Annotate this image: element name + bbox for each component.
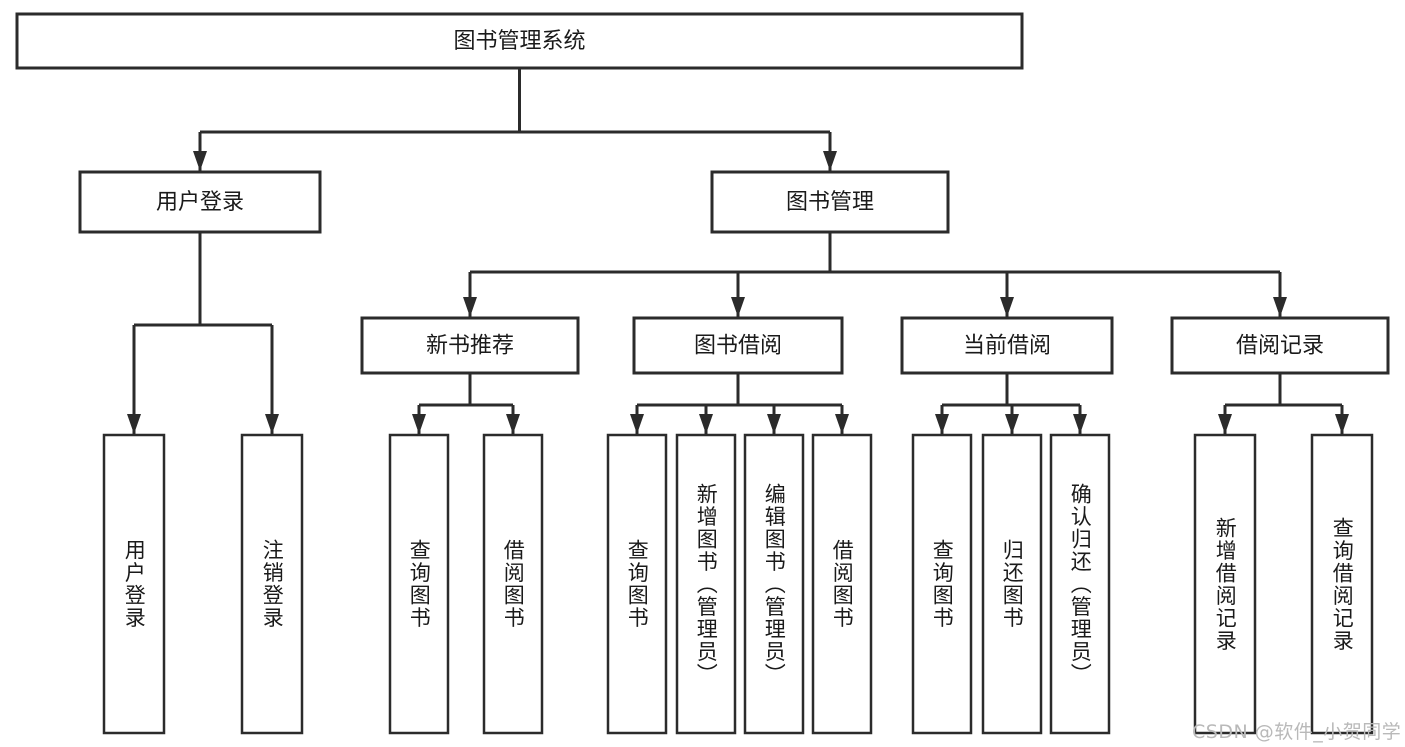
arrow-head-l2-book-manage (823, 151, 837, 171)
arrow-head-leaf-add-record (1218, 414, 1232, 434)
node-box-leaf-edit-book[interactable] (743, 433, 805, 735)
node-box-leaf-user-logout[interactable] (240, 433, 304, 735)
node-box-l3-borrow-record[interactable] (1170, 316, 1390, 375)
arrow-head-leaf-borrow-book-1 (506, 414, 520, 434)
arrow-head-leaf-query-book-3 (935, 414, 949, 434)
node-box-leaf-return-book[interactable] (981, 433, 1043, 735)
arrow-head-leaf-confirm-return (1073, 414, 1087, 434)
arrow-head-l3-new-book-rec (463, 297, 477, 317)
arrow-head-leaf-add-book (699, 414, 713, 434)
arrow-head-l3-current-borrow (1000, 297, 1014, 317)
node-box-leaf-query-book-2[interactable] (606, 433, 668, 735)
arrow-head-l3-book-borrow (731, 297, 745, 317)
arrow-head-leaf-return-book (1005, 414, 1019, 434)
arrow-head-leaf-borrow-book-2 (835, 414, 849, 434)
node-box-leaf-borrow-book-2[interactable] (811, 433, 873, 735)
node-box-leaf-query-record[interactable] (1310, 433, 1374, 735)
node-label-l3-borrow-record: 借阅记录 (1236, 334, 1324, 359)
node-box-l2-user-login[interactable] (78, 170, 322, 234)
node-box-l3-book-borrow[interactable] (632, 316, 844, 375)
arrow-head-l3-borrow-record (1273, 297, 1287, 317)
node-box-l3-new-book-rec[interactable] (360, 316, 580, 375)
node-box-root[interactable] (15, 12, 1024, 70)
node-label-l2-user-login: 用户登录 (156, 190, 244, 215)
node-label-l2-book-manage: 图书管理 (786, 190, 874, 215)
node-box-leaf-query-book-3[interactable] (911, 433, 973, 735)
node-box-leaf-add-book[interactable] (675, 433, 737, 735)
boxes-layer (15, 12, 1390, 735)
node-box-leaf-confirm-return[interactable] (1049, 433, 1111, 735)
arrow-head-leaf-user-logout (265, 414, 279, 434)
arrow-head-l2-user-login (193, 151, 207, 171)
arrow-head-leaf-user-login (127, 414, 141, 434)
arrow-head-leaf-query-book-2 (630, 414, 644, 434)
arrow-head-leaf-query-record (1335, 414, 1349, 434)
node-label-root: 图书管理系统 (453, 29, 585, 54)
arrow-head-leaf-query-book-1 (412, 414, 426, 434)
node-box-leaf-user-login[interactable] (102, 433, 166, 735)
arrow-head-leaf-edit-book (767, 414, 781, 434)
connectors-layer (127, 68, 1349, 434)
node-box-l2-book-manage[interactable] (710, 170, 950, 234)
node-box-l3-current-borrow[interactable] (900, 316, 1114, 375)
node-box-leaf-borrow-book-1[interactable] (482, 433, 544, 735)
node-box-leaf-query-book-1[interactable] (388, 433, 450, 735)
node-label-l3-book-borrow: 图书借阅 (694, 334, 782, 359)
node-label-l3-current-borrow: 当前借阅 (963, 334, 1051, 359)
csdn-watermark: CSDN @软件_小贺同学 (1192, 721, 1402, 743)
node-label-l3-new-book-rec: 新书推荐 (426, 334, 514, 359)
node-box-leaf-add-record[interactable] (1193, 433, 1257, 735)
